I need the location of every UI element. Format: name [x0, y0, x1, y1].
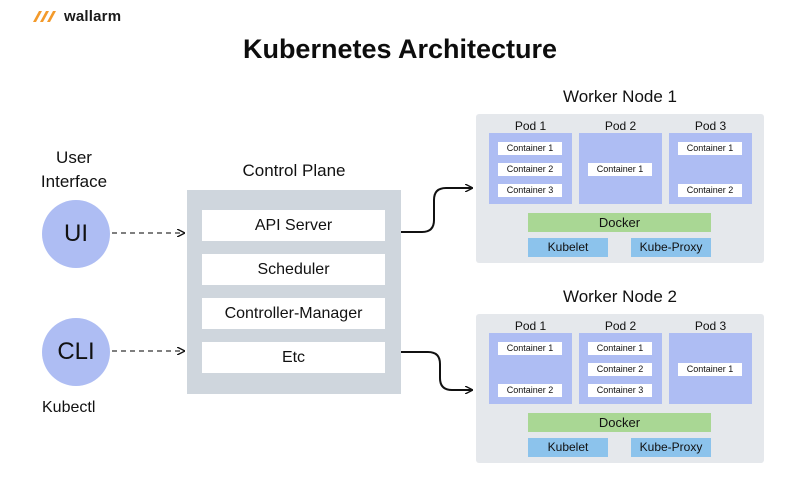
ui-circle: UI: [42, 200, 110, 268]
container: Container 2: [498, 384, 562, 397]
kubelet-bar: Kubelet: [528, 438, 608, 457]
pod-label: Pod 2: [604, 119, 637, 133]
container: Container 2: [678, 184, 742, 197]
etc-to-node2-arrow: [401, 351, 472, 390]
container: Container 3: [588, 384, 652, 397]
docker-bar: Docker: [528, 213, 711, 232]
etc: Etc: [202, 342, 385, 373]
pod-label: Pod 3: [694, 319, 727, 333]
pod-label: Pod 1: [514, 119, 547, 133]
container: Container 2: [588, 363, 652, 376]
api-to-node1-arrow: [401, 188, 472, 233]
kubectl-label: Kubectl: [42, 399, 96, 416]
pod-label: Pod 1: [514, 319, 547, 333]
container: Container 1: [498, 342, 562, 355]
kubelet-bar: Kubelet: [528, 238, 608, 257]
control-plane-title: Control Plane: [242, 161, 346, 180]
wallarm-logo-icon: [33, 11, 56, 22]
container: Container 3: [498, 184, 562, 197]
cli-circle: CLI: [42, 318, 110, 386]
page-title: Kubernetes Architecture: [242, 34, 558, 64]
container: Container 1: [498, 142, 562, 155]
pod-label: Pod 2: [604, 319, 637, 333]
controller-manager: Controller-Manager: [202, 298, 385, 329]
container: Container 2: [498, 163, 562, 176]
user-interface-label: User Interface: [40, 148, 108, 191]
kube-proxy-bar: Kube-Proxy: [631, 438, 711, 457]
scheduler: Scheduler: [202, 254, 385, 285]
docker-bar: Docker: [528, 413, 711, 432]
pod-label: Pod 3: [694, 119, 727, 133]
container: Container 1: [588, 342, 652, 355]
brand-name: wallarm: [64, 7, 122, 25]
container: Container 1: [678, 363, 742, 376]
api-server: API Server: [202, 210, 385, 241]
container: Container 1: [588, 163, 652, 176]
worker-node-1-title: Worker Node 1: [562, 87, 677, 106]
kube-proxy-bar: Kube-Proxy: [631, 238, 711, 257]
container: Container 1: [678, 142, 742, 155]
worker-node-2-title: Worker Node 2: [562, 287, 677, 306]
wallarm-logo: wallarm: [32, 7, 121, 25]
